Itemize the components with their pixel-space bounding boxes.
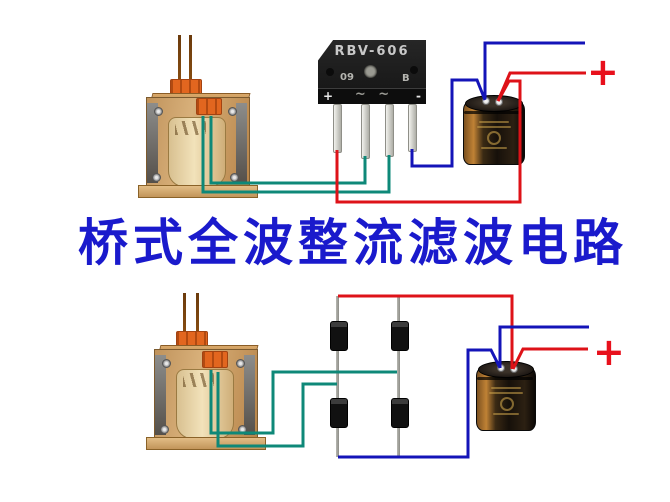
capacitor-positive-terminal — [510, 365, 518, 373]
screw — [228, 107, 237, 116]
coil-bobbin — [176, 369, 234, 439]
primary-wire — [178, 35, 181, 87]
capacitor-top-face — [478, 361, 534, 378]
primary-wire — [196, 293, 199, 337]
diode-top-right — [391, 321, 409, 351]
capacitor-positive-terminal — [495, 98, 503, 106]
output-plus-top: + — [587, 50, 619, 94]
wire-pos-bottom — [338, 294, 514, 369]
diode-bottom-left — [330, 398, 348, 428]
base-flange — [146, 437, 266, 450]
ac-marking: ~ ~ — [354, 87, 394, 102]
screw — [236, 359, 245, 368]
mounting-hole — [364, 65, 377, 78]
screw — [152, 173, 161, 182]
screw — [154, 107, 163, 116]
filter-capacitor-top — [463, 95, 525, 165]
screw — [160, 425, 169, 434]
primary-wire — [183, 293, 186, 337]
diode-top-left — [330, 321, 348, 351]
capacitor-logo — [500, 397, 514, 411]
screw — [238, 425, 247, 434]
label-line — [493, 413, 519, 415]
bridge-rectifier: RBV-606 09 B + ~ ~ - — [318, 40, 426, 104]
rectifier-grade: B — [402, 73, 410, 84]
rectifier-leg-ac2 — [385, 104, 394, 157]
secondary-terminal-block — [202, 351, 228, 368]
label-line — [481, 147, 507, 149]
pin4-dot — [410, 66, 418, 74]
coil-bobbin — [168, 117, 226, 187]
output-plus-bottom: + — [593, 330, 625, 374]
transformer-bottom — [146, 291, 268, 459]
rectifier-date-code: 09 — [340, 72, 354, 83]
transformer-top — [136, 33, 258, 201]
page-title: 桥式全波整流滤波电路 — [78, 214, 628, 272]
capacitor-logo — [487, 131, 501, 145]
primary-wire — [189, 35, 192, 87]
filter-capacitor-bottom — [476, 361, 536, 431]
capacitor-top-face — [465, 95, 523, 112]
label-line — [477, 126, 511, 128]
core-lamination-right — [244, 355, 255, 435]
capacitor-crimp — [477, 377, 533, 380]
capacitor-crimp — [464, 111, 522, 114]
rectifier-leg-ac1 — [361, 104, 370, 159]
core-lamination-right — [236, 103, 247, 183]
capacitor-negative-terminal — [482, 97, 490, 105]
rectifier-leg-positive — [333, 104, 342, 153]
capacitor-negative-terminal — [497, 364, 505, 372]
plus-marking: + — [323, 89, 334, 103]
minus-marking: - — [416, 89, 421, 103]
wire-neg-output-top — [483, 41, 585, 99]
rectifier-polarity-strip: + ~ ~ - — [318, 87, 426, 104]
label-line — [489, 392, 523, 394]
core-lamination-left — [155, 355, 166, 435]
secondary-terminal-block — [196, 98, 222, 115]
base-flange — [138, 185, 258, 198]
rectifier-leg-negative — [408, 104, 417, 152]
pin1-dot — [326, 68, 334, 76]
diode-bottom-right — [391, 398, 409, 428]
screw — [162, 359, 171, 368]
screw — [230, 173, 239, 182]
core-lamination-left — [147, 103, 158, 183]
label-line — [479, 121, 509, 123]
rectifier-model-label: RBV-606 — [334, 44, 410, 59]
label-line — [491, 387, 521, 389]
